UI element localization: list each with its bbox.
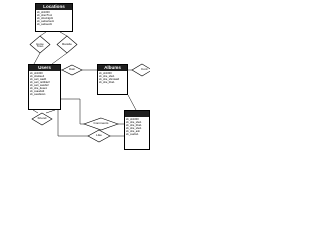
entity-field: sb_sb1000	[37, 10, 50, 14]
entity-field: sb_sbe_bbe1	[126, 123, 142, 127]
entity-field: sb_ssaudwlt	[30, 90, 45, 94]
relationship-reside-label: Reside	[62, 43, 72, 46]
connector-albums-photos	[127, 94, 137, 111]
relationship-own-shape	[61, 64, 83, 76]
entity-field: sb_sb1000	[126, 117, 139, 121]
relationship-contain-shape	[131, 63, 150, 77]
connector-locations-reside	[59, 31, 68, 37]
entity-field: sb_sbe_sbe1	[99, 74, 115, 78]
entity-field: sb_sfa1tee4	[30, 74, 45, 78]
relationship-friend-shape	[31, 112, 53, 126]
entity-field: sb_sbe_sbe1	[126, 126, 142, 130]
entity-field: sb_sbe_dese1	[30, 86, 47, 90]
entity-albums-fields: sb_sb1000 sb_sbe_sbe1 sb_sbe_sbmiasid sb…	[98, 71, 127, 84]
connector-reside-users	[51, 52, 68, 65]
entity-field: sb_saudtewn	[30, 93, 46, 97]
entity-field: sb_sbe_sbmiasid	[99, 77, 120, 81]
entity-albums-title: Albums	[98, 65, 127, 71]
entity-users-fields: sb_sb1000 sb_sfa1tee4 sb_sart_wadh sb_sa…	[29, 71, 60, 97]
connector-locations-hometown	[39, 31, 47, 37]
entity-field: sb_sart_sarebr2	[30, 83, 49, 87]
entity-albums: Albums sb_sb1000 sb_sbe_sbe1 sb_sbe_sbmi…	[97, 64, 128, 95]
connector-users-friend-a	[32, 109, 39, 114]
entity-locations-title: Locations	[36, 4, 72, 10]
relationship-own-label: Own	[68, 68, 76, 72]
relationship-hometown-shape	[29, 35, 51, 54]
entity-field: sb_sber7hu1	[37, 13, 52, 17]
relationship-friend-label: Friend	[37, 117, 47, 121]
entity-field: sb_ssebs1	[126, 132, 139, 136]
relationship-comments-label: Comments	[93, 122, 109, 126]
entity-photos-title	[125, 111, 149, 117]
relationship-like-shape	[87, 129, 111, 143]
entity-field: sb_sbe_asb	[126, 129, 140, 133]
entity-users-title: Users	[29, 65, 60, 71]
relationship-contain-label: Cont	[141, 68, 148, 72]
relationship-comments-shape	[83, 117, 119, 131]
entity-field: sb_sb1000	[99, 71, 112, 75]
entity-locations-fields: sb_sb1000 sb_sber7hu1 sb_slzeri4gd1 sb_s…	[36, 10, 72, 26]
entity-photos: sb_sb1000 sb_sbe_sbe1 sb_sbe_bbe1 sb_sbe…	[124, 110, 150, 150]
entity-field: sb_sart_wadh	[30, 77, 47, 81]
entity-field: sb_sa1tertsei1	[37, 19, 54, 23]
connector-layer	[29, 31, 150, 143]
entity-field: sb_slzeri4gd1	[37, 16, 54, 20]
relationship-reside-shape	[56, 35, 78, 54]
entity-field: sb_sart_ret4blarf	[30, 80, 50, 84]
connector-users-comments	[61, 98, 84, 125]
connector-hometown-users	[33, 52, 41, 65]
entity-field: sb_sbe_sbe1	[126, 120, 142, 124]
entity-locations: Locations sb_sb1000 sb_sber7hu1 sb_slzer…	[35, 3, 73, 32]
er-diagram-canvas: Locations sb_sb1000 sb_sber7hu1 sb_slzer…	[0, 0, 150, 150]
entity-field: sb_sbe_bbe1	[99, 80, 115, 84]
relationship-like-label: Like	[96, 134, 102, 138]
entity-field: sb_sb1000	[30, 71, 43, 75]
entity-users: Users sb_sb1000 sb_sfa1tee4 sb_sart_wadh…	[28, 64, 61, 110]
connector-users-friend-b	[45, 109, 56, 114]
connector-users-like	[57, 110, 89, 137]
relationship-hometown-label: Home Town	[36, 42, 44, 49]
entity-photos-fields: sb_sb1000 sb_sbe_sbe1 sb_sbe_bbe1 sb_sbe…	[125, 117, 149, 137]
entity-field: sb_sa1teed1	[37, 22, 52, 26]
